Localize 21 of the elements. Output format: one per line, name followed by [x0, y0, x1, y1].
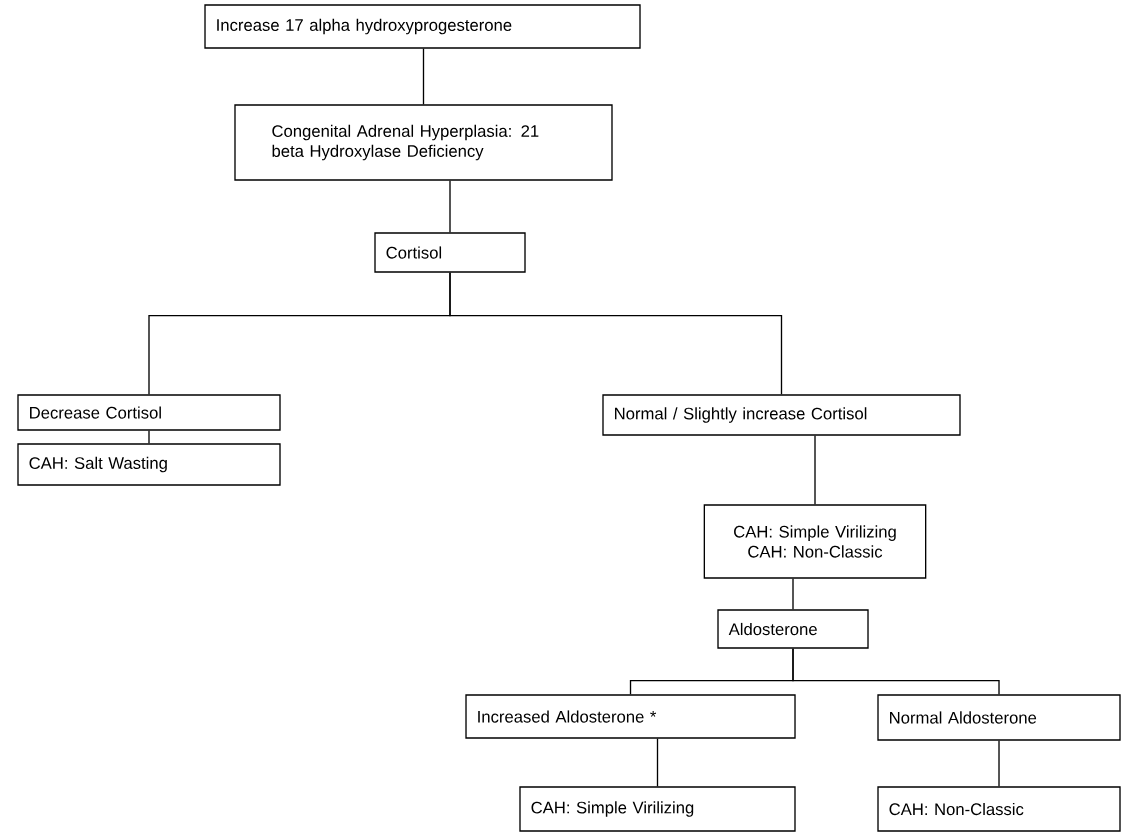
connector-line	[792, 648, 1000, 695]
connector-line	[148, 430, 150, 444]
box: Increase 17 alpha hydroxyprogesterone	[204, 4, 641, 49]
connector-line	[998, 740, 1000, 787]
box: Decrease Cortisol	[17, 394, 281, 431]
connector-line	[792, 578, 794, 610]
connector-line	[449, 180, 451, 233]
box: Cortisol	[374, 232, 526, 273]
box: Normal Aldosterone	[877, 694, 1121, 741]
box: Aldosterone	[717, 609, 869, 649]
box: CAH: Simple Virilizing CAH: Non-Classic	[703, 504, 927, 579]
box: Normal / Slightly increase Cortisol	[602, 394, 961, 436]
box: CAH: Simple Virilizing	[519, 786, 796, 832]
connector-line	[422, 48, 425, 105]
connector-line	[814, 435, 816, 505]
box: Congenital Adrenal Hyperplasia: 21 beta Hydroxylase Deficiency	[234, 104, 613, 181]
connector-line	[656, 738, 659, 787]
box: Increased Aldosterone *	[465, 694, 796, 739]
box: CAH: Salt Wasting	[17, 443, 281, 486]
connector-line	[449, 272, 783, 395]
box: CAH: Non-Classic	[877, 786, 1121, 832]
